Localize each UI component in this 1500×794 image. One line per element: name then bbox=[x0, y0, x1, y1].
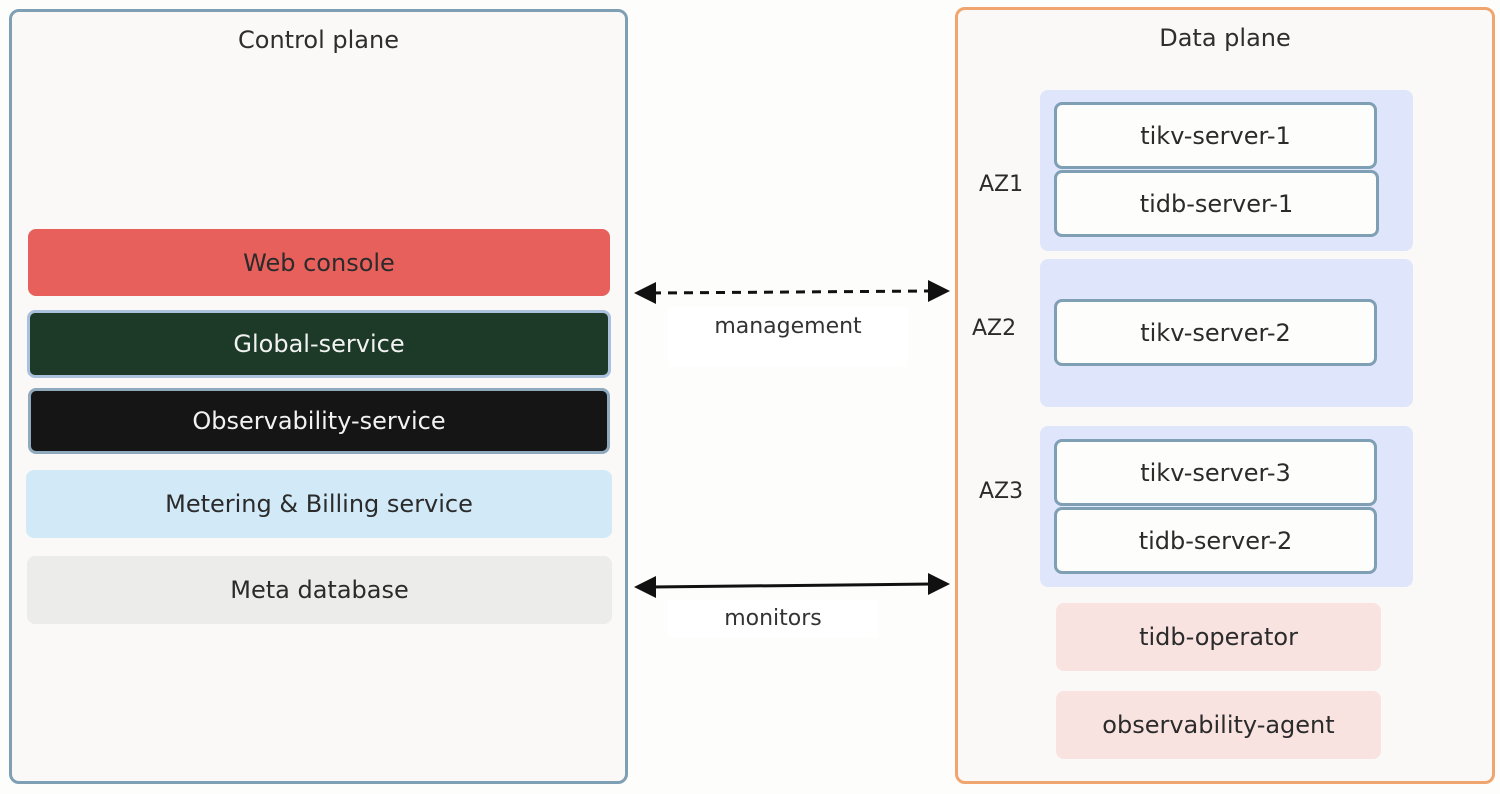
control-plane-title: Control plane bbox=[238, 26, 399, 54]
data-plane-title: Data plane bbox=[1159, 24, 1291, 52]
monitors-arrow bbox=[634, 573, 950, 598]
az2-group: tikv-server-2 bbox=[1040, 259, 1413, 407]
observability-agent-box: observability-agent bbox=[1056, 691, 1381, 759]
az3-group: tikv-server-3 tidb-server-2 bbox=[1040, 426, 1413, 587]
tikv-server-3-box: tikv-server-3 bbox=[1054, 439, 1377, 506]
meta-database-box: Meta database bbox=[27, 556, 612, 624]
control-plane-panel: Control plane Web console Global-service… bbox=[9, 9, 628, 784]
tidb-server-2-box: tidb-server-2 bbox=[1054, 507, 1377, 574]
monitors-label: monitors bbox=[668, 600, 878, 638]
tidb-operator-box: tidb-operator bbox=[1056, 603, 1381, 671]
observability-service-box: Observability-service bbox=[28, 388, 610, 454]
tikv-server-1-box: tikv-server-1 bbox=[1054, 102, 1377, 169]
tikv-server-2-box: tikv-server-2 bbox=[1054, 299, 1377, 366]
az1-label: AZ1 bbox=[979, 172, 1024, 197]
global-service-box: Global-service bbox=[27, 310, 611, 378]
management-label: management bbox=[668, 307, 908, 367]
data-plane-panel: Data plane AZ1 tikv-server-1 tidb-server… bbox=[955, 7, 1495, 784]
tidb-server-1-box: tidb-server-1 bbox=[1054, 170, 1379, 237]
az3-label: AZ3 bbox=[979, 479, 1024, 504]
metering-billing-service-box: Metering & Billing service bbox=[26, 470, 612, 538]
web-console-box: Web console bbox=[28, 229, 610, 296]
az2-label: AZ2 bbox=[972, 316, 1017, 341]
management-arrow bbox=[634, 280, 950, 304]
az1-group: tikv-server-1 tidb-server-1 bbox=[1040, 90, 1413, 251]
